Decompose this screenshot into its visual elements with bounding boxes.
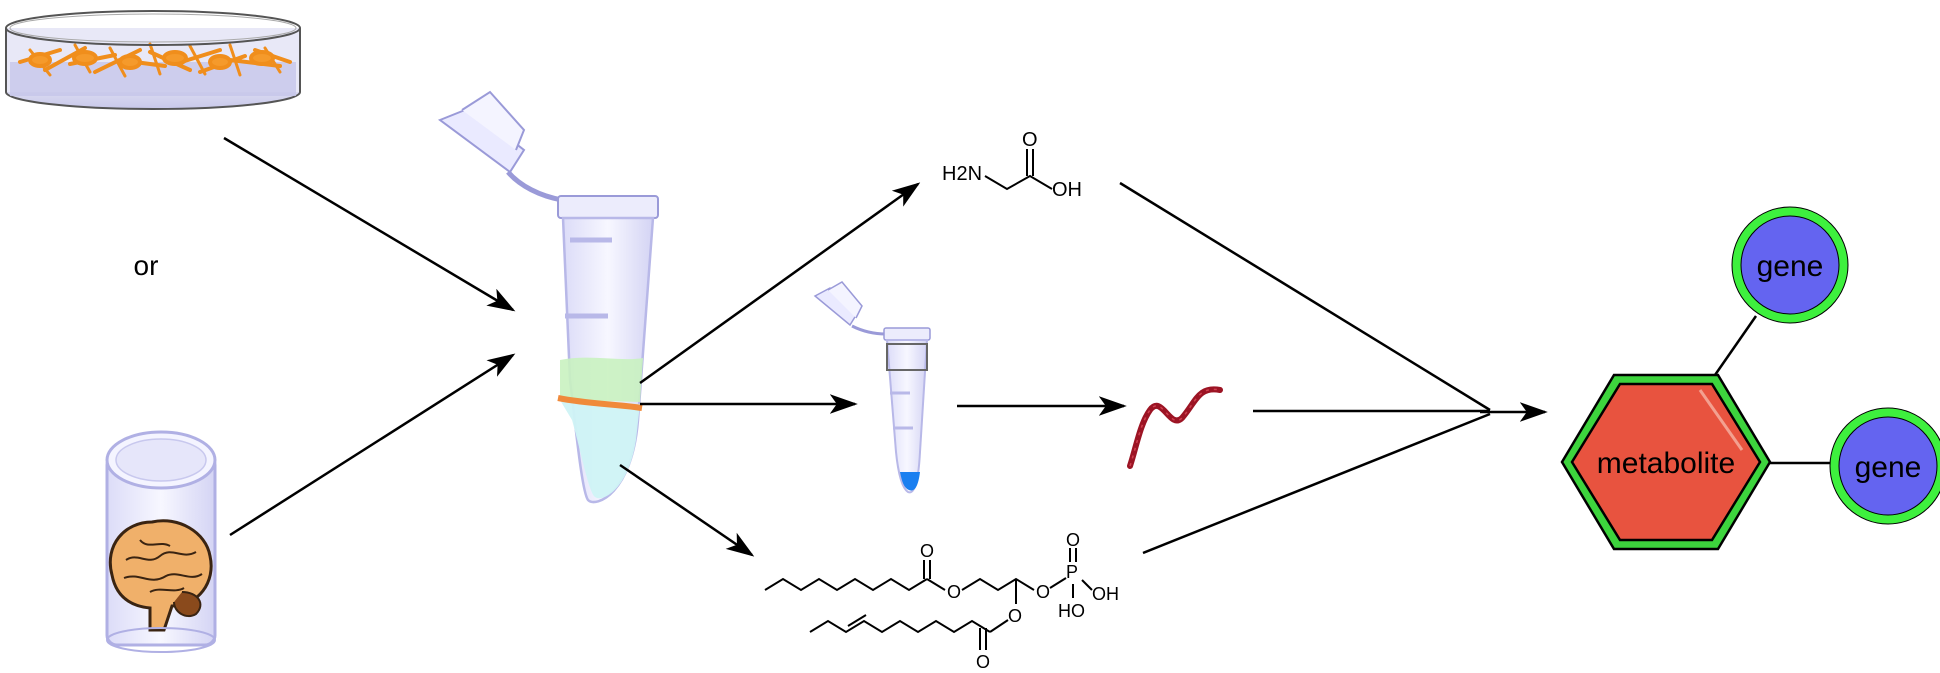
- petri-dish-icon: [5, 10, 301, 110]
- gene-right-label: gene: [1855, 451, 1922, 484]
- or-label: or: [134, 250, 159, 281]
- microcentrifuge-tube-icon: [437, 90, 659, 504]
- edge-metabolite-gene-top: [1713, 315, 1758, 376]
- brain-in-tube-icon: [105, 430, 217, 653]
- arrow-lipid-to-network: [1142, 412, 1491, 555]
- lipid-o-ester2: O: [1008, 606, 1022, 626]
- lipid-o-bottom: O: [976, 652, 990, 672]
- arrow-brain-to-tube: [229, 353, 516, 537]
- glycine-amine-label: H2N: [942, 163, 982, 185]
- brain-icon: [108, 519, 213, 632]
- glycine-hydroxyl-label: OH: [1052, 179, 1082, 201]
- lipid-p-ho-bottom: HO: [1058, 601, 1085, 621]
- gene-top-label: gene: [1757, 250, 1824, 283]
- lipid-p-oh-right: OH: [1092, 584, 1119, 604]
- lipid-p-o-top: O: [1066, 530, 1080, 550]
- lipid-o-phos: O: [1036, 582, 1050, 602]
- gene-network: metabolite gene gene: [1560, 206, 1940, 551]
- arrow-dish-to-tube: [223, 136, 516, 312]
- arrow-glycine-to-network: [1119, 181, 1491, 412]
- metabolite-label: metabolite: [1597, 447, 1735, 480]
- rna-strand-icon: [1127, 386, 1223, 469]
- lipid-o-ester1: O: [947, 582, 961, 602]
- arrow-tube-to-lipid: [619, 463, 755, 557]
- arrow-tube-to-glycine: [639, 182, 921, 385]
- lipid-p: P: [1066, 562, 1078, 582]
- lipid-structure-icon: O O O P O OH HO O O: [764, 530, 1119, 672]
- small-tube-icon: [813, 281, 931, 494]
- glycine-carbonyl-o-label: O: [1022, 129, 1038, 151]
- lipid-o-top: O: [920, 541, 934, 561]
- cells-icon: [18, 42, 292, 78]
- glycine-structure-icon: H2N O OH: [942, 129, 1082, 201]
